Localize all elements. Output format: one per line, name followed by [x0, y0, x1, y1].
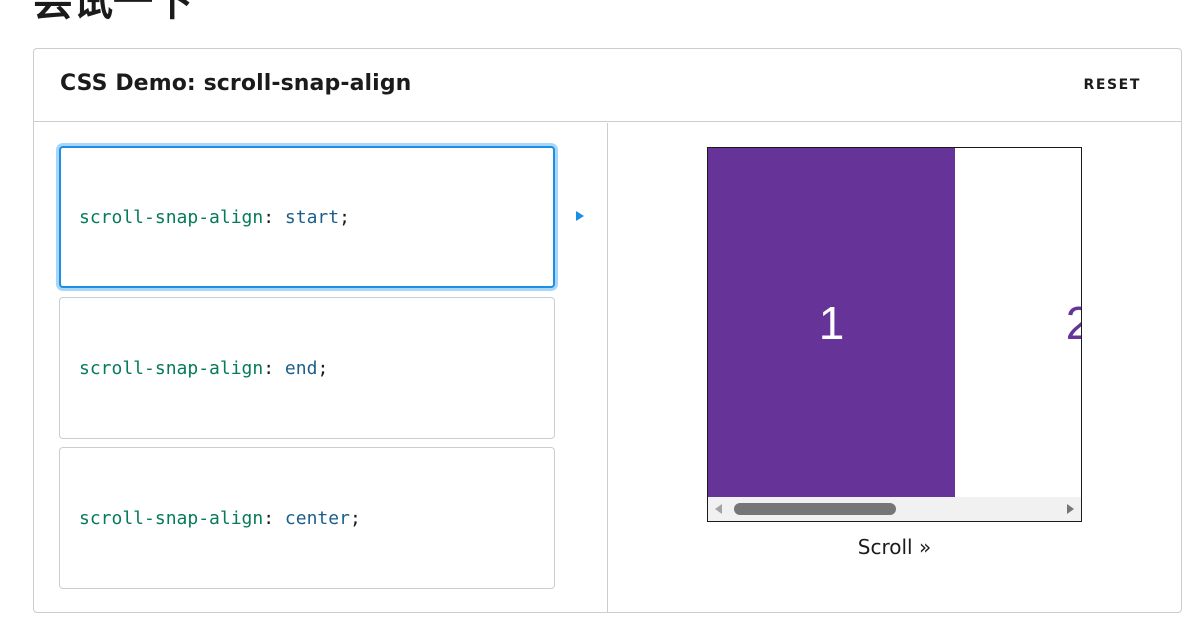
choice-code: scroll-snap-align: start; [79, 207, 350, 228]
demo-header: CSS Demo: scroll-snap-align RESET [34, 49, 1181, 122]
css-separator: : [263, 507, 275, 529]
horizontal-scrollbar[interactable] [708, 497, 1081, 521]
css-terminator: ; [339, 206, 350, 228]
scroll-left-arrow-icon[interactable] [713, 503, 725, 515]
css-value: center [284, 507, 350, 529]
scroll-right-arrow-icon[interactable] [1064, 503, 1076, 515]
page-heading: 尝试一下 [33, 0, 193, 25]
css-separator: : [263, 357, 275, 379]
css-property: scroll-snap-align [79, 206, 264, 228]
scroll-caption: Scroll » [857, 535, 932, 559]
css-value: start [284, 206, 340, 228]
play-icon [576, 211, 584, 221]
choice-start[interactable]: scroll-snap-align: start; [59, 146, 555, 288]
scroll-thumb[interactable] [734, 503, 896, 515]
output-pane: 1 2 Scroll » [609, 123, 1181, 613]
css-property: scroll-snap-align [79, 507, 264, 529]
css-demo-panel: CSS Demo: scroll-snap-align RESET scroll… [33, 48, 1182, 613]
snap-box-1: 1 [708, 148, 955, 498]
css-terminator: ; [349, 507, 361, 529]
css-separator: : [263, 206, 275, 228]
css-property: scroll-snap-align [79, 357, 264, 379]
choice-center[interactable]: scroll-snap-align: center; [59, 447, 555, 589]
choice-end[interactable]: scroll-snap-align: end; [59, 297, 555, 439]
snap-box-2: 2 [955, 148, 1081, 498]
snap-scroller[interactable]: 1 2 [707, 147, 1082, 522]
css-value: end [284, 357, 318, 379]
demo-title: CSS Demo: scroll-snap-align [60, 71, 412, 96]
css-terminator: ; [317, 357, 329, 379]
editor-pane: scroll-snap-align: start; scroll-snap-al… [34, 123, 608, 613]
choice-code: scroll-snap-align: center; [79, 508, 361, 529]
reset-button[interactable]: RESET [1083, 77, 1141, 93]
choice-code: scroll-snap-align: end; [79, 358, 328, 379]
